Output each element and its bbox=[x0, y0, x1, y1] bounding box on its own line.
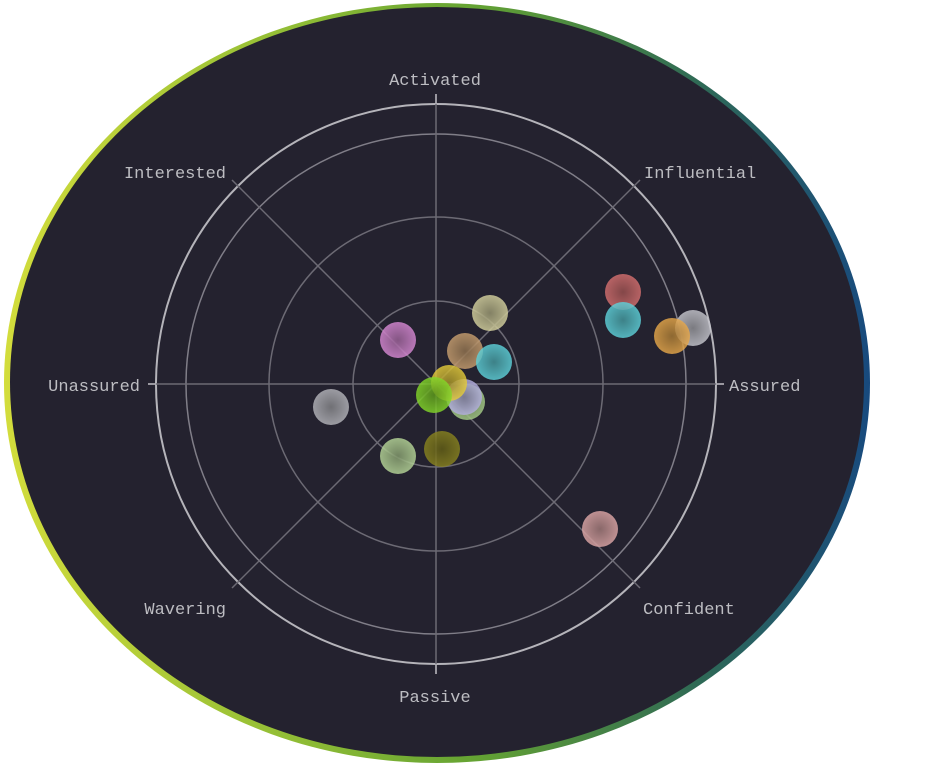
data-point[interactable] bbox=[416, 377, 452, 413]
axis-label-influential: Influential bbox=[644, 165, 756, 184]
data-point[interactable] bbox=[476, 344, 512, 380]
axis-label-confident: Confident bbox=[643, 601, 735, 620]
data-point[interactable] bbox=[380, 322, 416, 358]
axis-label-passive: Passive bbox=[399, 689, 470, 708]
axis-label-wavering: Wavering bbox=[144, 601, 226, 620]
data-point[interactable] bbox=[424, 431, 460, 467]
data-point[interactable] bbox=[582, 511, 618, 547]
axis-label-unassured: Unassured bbox=[48, 378, 140, 397]
axis-label-interested: Interested bbox=[124, 165, 226, 184]
data-point[interactable] bbox=[472, 295, 508, 331]
data-point[interactable] bbox=[447, 333, 483, 369]
data-point[interactable] bbox=[605, 274, 641, 310]
axis-labels: Activated Influential Assured Confident … bbox=[48, 72, 800, 708]
axis-label-activated: Activated bbox=[389, 72, 481, 91]
data-point[interactable] bbox=[654, 318, 690, 354]
data-points bbox=[313, 274, 711, 547]
data-point[interactable] bbox=[313, 389, 349, 425]
data-point[interactable] bbox=[380, 438, 416, 474]
axis-label-assured: Assured bbox=[729, 378, 800, 397]
data-point[interactable] bbox=[605, 302, 641, 338]
